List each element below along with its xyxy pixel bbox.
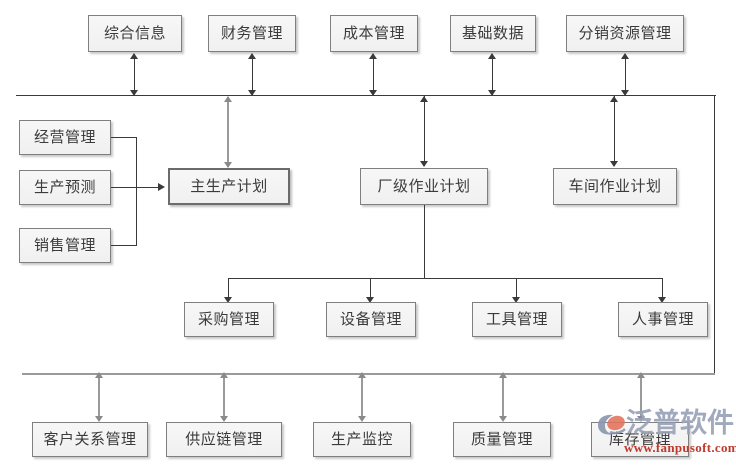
- node-label: 车间作业计划: [568, 178, 662, 195]
- arrowhead-down-kehuguanxi: [95, 416, 103, 422]
- node-chengbenguanli[interactable]: 成本管理: [330, 15, 418, 52]
- node-jingyingguanli[interactable]: 经营管理: [19, 120, 111, 155]
- node-label: 厂级作业计划: [377, 178, 471, 195]
- arrowhead-down-zhiliangguanli: [499, 416, 507, 422]
- node-label: 生产监控: [330, 431, 393, 448]
- node-gongjuguanli[interactable]: 工具管理: [472, 302, 562, 337]
- node-label: 人事管理: [631, 311, 694, 328]
- arrowhead-down-changjizuoye: [420, 161, 428, 167]
- arrowhead-down-renshiguanli: [658, 297, 666, 303]
- node-label: 经营管理: [33, 129, 96, 146]
- bottom-bus-line: [22, 373, 715, 375]
- connector-zhushengchanjihua: [227, 97, 229, 167]
- arrowhead-up-zhiliangguanli: [499, 372, 507, 378]
- node-xiaoshouguanli[interactable]: 销售管理: [19, 228, 111, 263]
- node-shengchanyuce[interactable]: 生产预测: [19, 170, 111, 205]
- arrowhead-down-zonghexinxi: [130, 90, 138, 96]
- node-shengchanjiankong[interactable]: 生产监控: [313, 422, 411, 457]
- node-zhushengchanjihua[interactable]: 主生产计划: [168, 168, 290, 205]
- node-label: 客户关系管理: [43, 431, 137, 448]
- node-label: 采购管理: [197, 311, 260, 328]
- fanout-drop-shebeiguanli: [370, 278, 371, 301]
- node-renshiguanli[interactable]: 人事管理: [618, 302, 708, 337]
- connector-chejianzuoye: [614, 96, 615, 166]
- node-label: 分销资源管理: [578, 25, 672, 42]
- arrowhead-up-zonghexinxi: [130, 53, 138, 59]
- arrowhead-right-to-zhushengchanjihua: [158, 183, 165, 191]
- connector-zonghexinxi: [134, 54, 135, 95]
- connector-zhiliangguanli: [502, 375, 504, 420]
- fanout-drop-gongjuguanli: [516, 278, 517, 301]
- merge-bus-to-plan: [136, 187, 160, 188]
- node-label: 主生产计划: [190, 178, 268, 195]
- arrowhead-up-gongyinglian: [220, 372, 228, 378]
- merge-line-shengchanyuce: [111, 187, 136, 188]
- node-label: 工具管理: [485, 311, 548, 328]
- arrowhead-down-caigouguanli: [224, 297, 232, 303]
- node-kucunguanli[interactable]: 库存管理: [591, 422, 689, 457]
- arrowhead-down-gongyinglian: [220, 416, 228, 422]
- arrowhead-up-jichushuju: [488, 53, 496, 59]
- arrowhead-down-caiwuguanli: [248, 90, 256, 96]
- node-label: 库存管理: [608, 431, 671, 448]
- fanout-stem: [424, 205, 425, 278]
- connector-fenxiaoziyuan: [625, 54, 626, 95]
- arrowhead-up-kehuguanxi: [95, 372, 103, 378]
- right-frame-edge: [714, 95, 715, 374]
- arrowhead-up-chengbenguanli: [369, 53, 377, 59]
- arrowhead-up-fenxiaoziyuan: [621, 53, 629, 59]
- arrowhead-down-shebeiguanli: [366, 297, 374, 303]
- connector-gongyinglian: [223, 375, 225, 420]
- merge-line-xiaoshouguanli: [111, 245, 136, 246]
- arrowhead-up-caiwuguanli: [248, 53, 256, 59]
- connector-changjizuoye: [424, 96, 425, 166]
- arrowhead-down-shengchanjiankong: [358, 416, 366, 422]
- node-caiwuguanli[interactable]: 财务管理: [208, 15, 296, 52]
- connector-shengchanjiankong: [361, 375, 363, 420]
- node-label: 生产预测: [33, 179, 96, 196]
- fanout-drop-renshiguanli: [662, 278, 663, 301]
- node-label: 成本管理: [342, 25, 405, 42]
- node-gongyinglian[interactable]: 供应链管理: [166, 422, 282, 457]
- node-label: 财务管理: [220, 25, 283, 42]
- arrowhead-down-zhushengchanjihua: [224, 162, 232, 168]
- node-jichushuju[interactable]: 基础数据: [450, 15, 536, 52]
- node-chejianzuoye[interactable]: 车间作业计划: [553, 168, 677, 205]
- node-kehuguanxi[interactable]: 客户关系管理: [32, 422, 148, 457]
- fanout-drop-caigouguanli: [228, 278, 229, 301]
- connector-kucunguanli: [640, 375, 642, 420]
- arrowhead-up-shengchanjiankong: [358, 372, 366, 378]
- arrowhead-down-fenxiaoziyuan: [621, 90, 629, 96]
- node-label: 供应链管理: [185, 431, 263, 448]
- connector-chengbenguanli: [373, 54, 374, 95]
- arrowhead-up-chejianzuoye: [610, 96, 618, 102]
- arrowhead-down-gongjuguanli: [512, 297, 520, 303]
- arrowhead-down-kucunguanli: [637, 416, 645, 422]
- node-changjizuoye[interactable]: 厂级作业计划: [360, 168, 488, 205]
- node-label: 销售管理: [33, 237, 96, 254]
- arrowhead-up-changjizuoye: [420, 96, 428, 102]
- arrowhead-up-zhushengchanjihua: [224, 96, 232, 102]
- connector-jichushuju: [492, 54, 493, 95]
- node-fenxiaoziyuan[interactable]: 分销资源管理: [566, 15, 684, 52]
- node-label: 综合信息: [103, 25, 166, 42]
- connector-kehuguanxi: [98, 375, 100, 420]
- node-label: 质量管理: [470, 431, 533, 448]
- node-caigouguanli[interactable]: 采购管理: [184, 302, 274, 337]
- arrowhead-down-chengbenguanli: [369, 90, 377, 96]
- node-zhiliangguanli[interactable]: 质量管理: [453, 422, 551, 457]
- arrowhead-down-jichushuju: [488, 90, 496, 96]
- arrowhead-down-chejianzuoye: [610, 161, 618, 167]
- node-label: 基础数据: [461, 25, 524, 42]
- node-label: 设备管理: [339, 311, 402, 328]
- merge-bus-vertical: [136, 137, 137, 246]
- node-zonghexinxi[interactable]: 综合信息: [88, 15, 182, 52]
- connector-caiwuguanli: [252, 54, 253, 95]
- node-shebeiguanli[interactable]: 设备管理: [326, 302, 416, 337]
- merge-line-jingyingguanli: [111, 137, 136, 138]
- arrowhead-up-kucunguanli: [637, 372, 645, 378]
- top-bus-line: [16, 95, 716, 96]
- fanout-bar: [228, 278, 663, 279]
